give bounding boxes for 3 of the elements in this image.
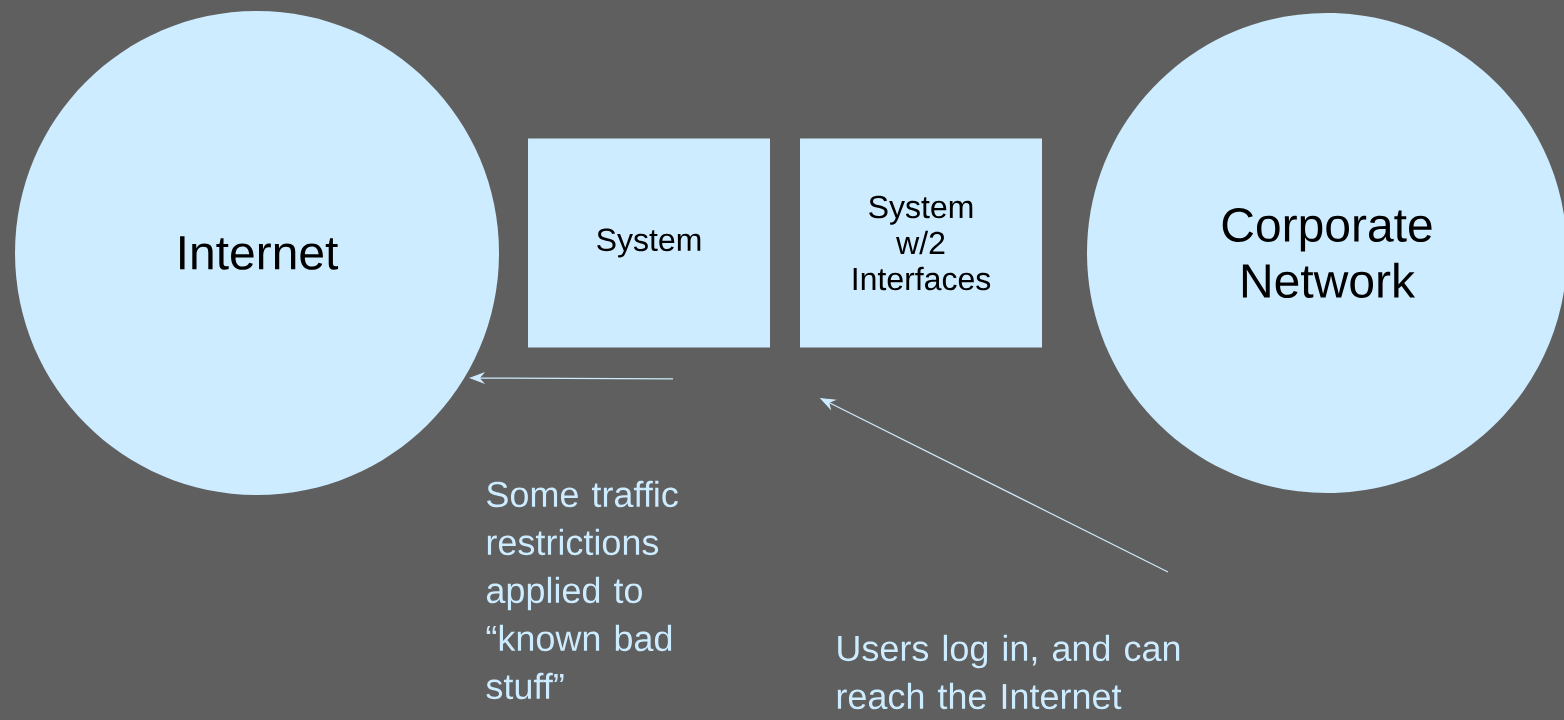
system-box: System — [528, 138, 770, 348]
system-box: System w/2 Interfaces — [800, 138, 1042, 348]
annotation-text: Users log in, and can reach the Internet — [837, 634, 1180, 710]
